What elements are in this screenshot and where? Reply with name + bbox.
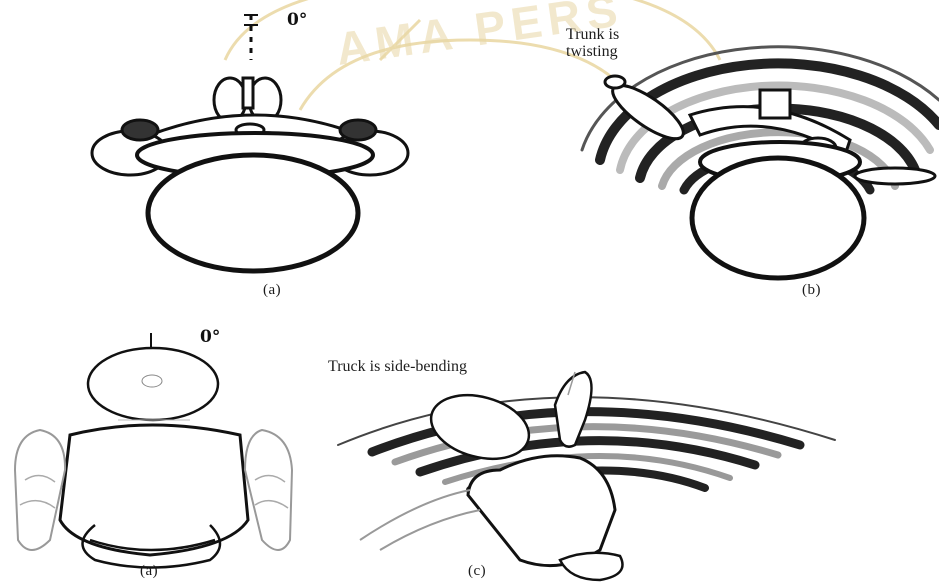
panel-c-side-bend-view xyxy=(338,372,835,580)
panel-caption-top-right: (b) xyxy=(802,282,821,299)
panel-caption-bottom-right: (c) xyxy=(468,563,486,580)
panel-caption-top-left: (a) xyxy=(263,282,281,299)
angle-label: 0° xyxy=(200,327,220,347)
panel-a-front-view xyxy=(15,333,292,568)
angle-label: 0° xyxy=(287,10,307,30)
panel-caption-bottom-left: (a) xyxy=(140,563,158,580)
side-bending-annotation: Truck is side-bending xyxy=(328,358,467,375)
panel-b-twist-view xyxy=(582,47,939,278)
